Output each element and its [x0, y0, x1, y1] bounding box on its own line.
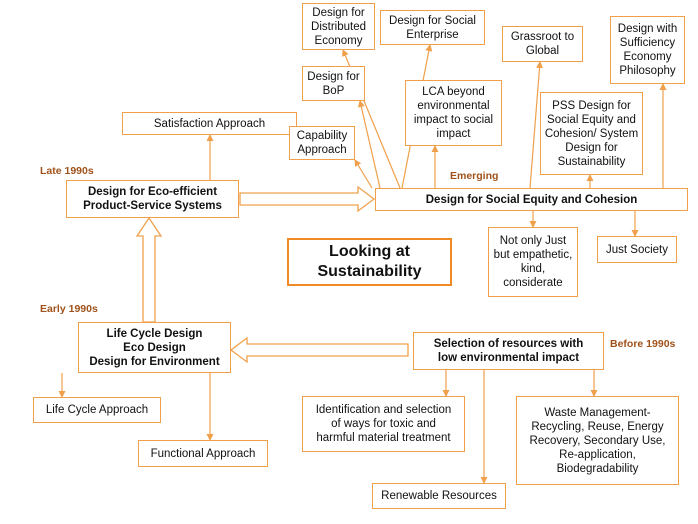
era-label-emerging: Emerging	[450, 170, 499, 182]
node-grassroot-global: Grassroot to Global	[502, 26, 583, 62]
node-selection-resources: Selection of resources with low environm…	[413, 332, 604, 370]
node-just-society: Just Society	[597, 236, 677, 263]
block-arrow-pss-to-social	[239, 185, 376, 213]
node-social-equity: Design for Social Equity and Cohesion	[375, 188, 688, 211]
arrow-to-grassroot	[529, 61, 544, 189]
node-functional-approach: Functional Approach	[138, 440, 268, 467]
era-label-before-1990s: Before 1990s	[610, 338, 676, 350]
node-renewable-resources: Renewable Resources	[372, 483, 506, 509]
block-arrow-lifecycle-to-pss	[135, 216, 163, 323]
arrow-to-capability	[354, 159, 373, 189]
node-lca-beyond: LCA beyond environmental impact to socia…	[405, 80, 502, 146]
node-waste-management: Waste Management- Recycling, Reuse, Ener…	[516, 396, 679, 485]
center-node-looking-at-sustainability: Looking at Sustainability	[287, 238, 452, 286]
node-pss-design-social-equity: PSS Design for Social Equity and Cohesio…	[540, 92, 643, 175]
node-lifecycle-design: Life Cycle Design Eco Design Design for …	[78, 322, 231, 373]
node-social-enterprise: Design for Social Enterprise	[380, 10, 485, 45]
era-label-late-1990s: Late 1990s	[40, 165, 94, 177]
node-design-bop: Design for BoP	[302, 66, 365, 101]
node-sufficiency-economy: Design with Sufficiency Economy Philosop…	[610, 16, 685, 84]
node-lifecycle-approach: Life Cycle Approach	[33, 397, 161, 423]
block-arrow-resources-to-lifecycle	[229, 336, 409, 364]
arrow-to-bop	[357, 100, 381, 189]
node-not-only-just: Not only Just but empathetic, kind, cons…	[488, 227, 578, 297]
node-capability-approach: Capability Approach	[289, 126, 355, 160]
node-satisfaction-approach: Satisfaction Approach	[122, 112, 297, 135]
node-distributed-economy: Design for Distributed Economy	[302, 3, 375, 50]
node-eco-efficient-pss: Design for Eco-efficient Product-Service…	[66, 180, 239, 218]
node-identification-toxic: Identification and selection of ways for…	[302, 396, 465, 452]
era-label-early-1990s: Early 1990s	[40, 303, 98, 315]
